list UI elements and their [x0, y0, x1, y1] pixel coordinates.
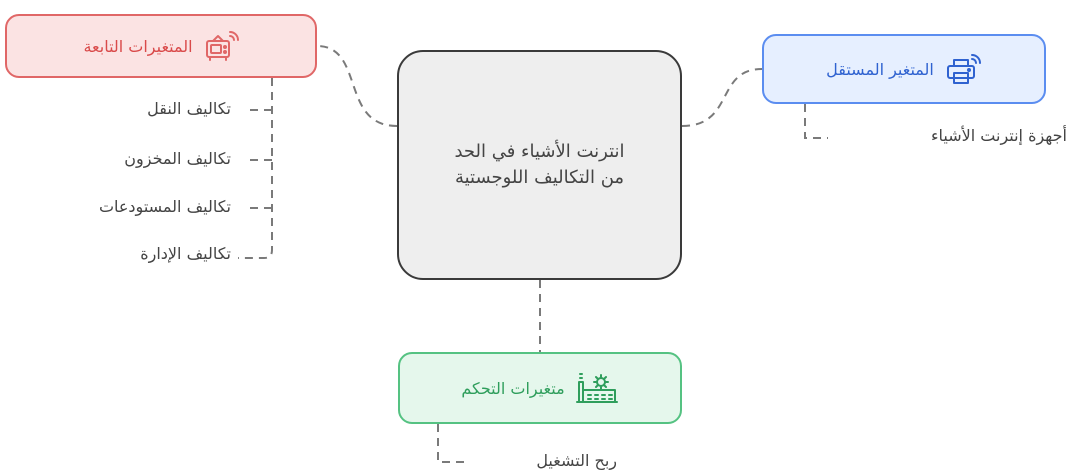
dependent-variables-node[interactable]: المتغيرات التابعة: [5, 14, 317, 78]
connector-control-item: [437, 424, 465, 463]
dependent-item-3: تكاليف المستودعات: [98, 197, 231, 216]
dependent-item-1: تكاليف النقل: [147, 99, 231, 118]
tv-antenna-icon: [203, 30, 239, 62]
factory-gear-icon: [575, 370, 619, 406]
control-variables-title: متغيرات التحكم: [461, 378, 565, 398]
dependent-variables-title: المتغيرات التابعة: [83, 36, 193, 56]
connector-independent-item: [804, 104, 828, 139]
independent-variable-title: المتغير المستقل: [826, 59, 934, 79]
connector-central-independent: [681, 68, 763, 127]
dependent-item-2: تكاليف المخزون: [124, 149, 231, 168]
central-topic-text: انترنت الأشياء في الحد من التكاليف اللوج…: [454, 141, 625, 188]
connector-dependent-items: [238, 78, 273, 259]
dependent-item-4: تكاليف الإدارة: [140, 244, 231, 263]
independent-item-1: أجهزة إنترنت الأشياء: [930, 126, 1067, 145]
central-topic: انترنت الأشياء في الحد من التكاليف اللوج…: [397, 50, 682, 280]
connector-central-dependent: [316, 45, 398, 127]
control-item-1: ربح التشغيل: [536, 451, 617, 470]
control-variables-node[interactable]: متغيرات التحكم: [398, 352, 682, 424]
independent-variable-node[interactable]: المتغير المستقل: [762, 34, 1046, 104]
printer-wifi-icon: [944, 52, 982, 86]
